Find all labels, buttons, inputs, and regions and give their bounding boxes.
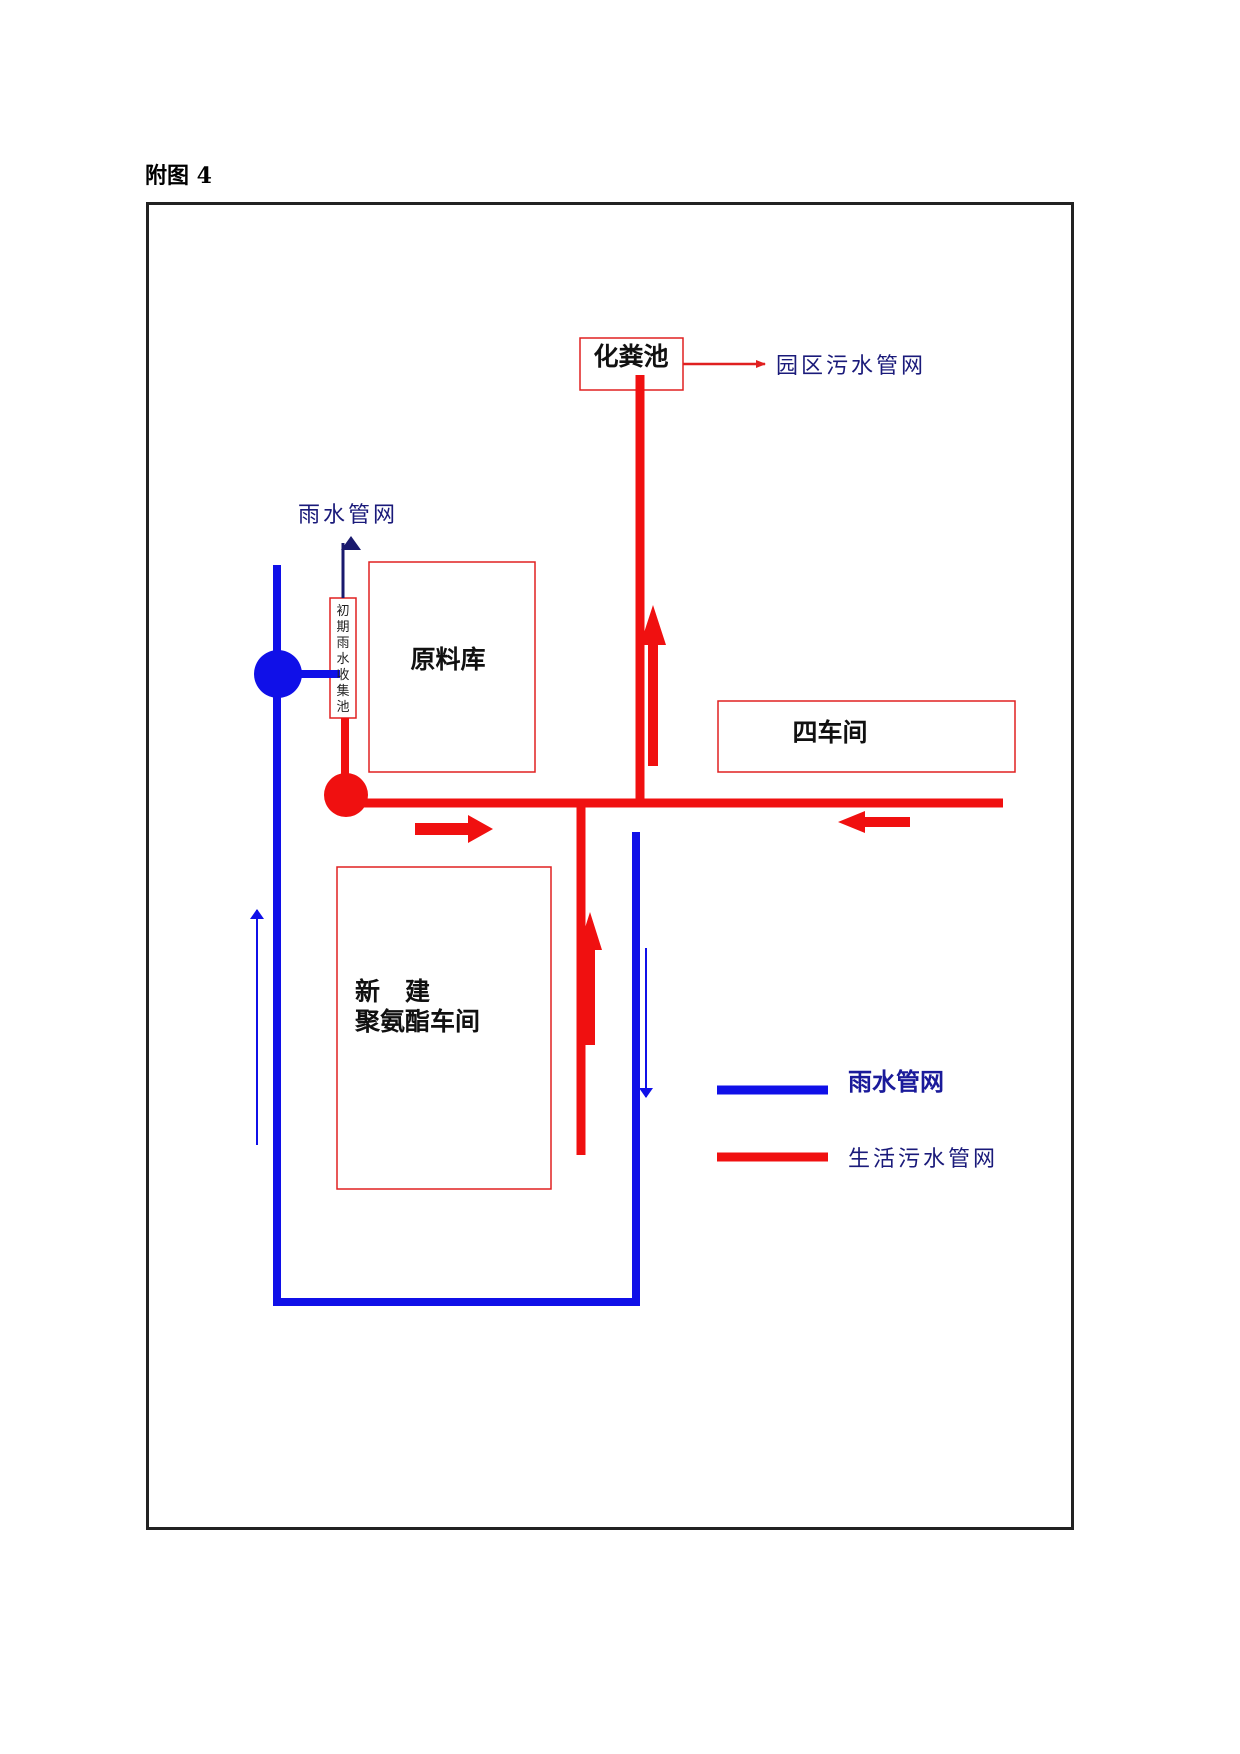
new-workshop-label-2: 聚氨酯车间 (354, 1007, 480, 1036)
raw-material-store-label: 原料库 (410, 645, 485, 674)
rainwater-outlet-label: 雨水管网 (298, 503, 398, 528)
raw-material-store-box (368, 561, 536, 773)
sewage-flow-arrow-up-2 (578, 912, 602, 1045)
rain-junction-node (254, 650, 302, 698)
septic-tank-label: 化粪池 (593, 342, 668, 371)
new-workshop-box (336, 866, 552, 1190)
initial-rain-pool-label: 初 期 雨 水 收 集 池 (336, 604, 349, 715)
sewage-flow-arrow-right (415, 815, 493, 843)
svg-text:初: 初 (336, 604, 349, 619)
figure-title: 附图 4 (145, 163, 212, 189)
svg-text:雨: 雨 (336, 636, 349, 651)
legend-sewage-label: 生活污水管网 (848, 1147, 998, 1172)
park-sewage-label: 园区污水管网 (776, 354, 926, 379)
sewage-flow-arrow-left (838, 811, 910, 833)
svg-text:集: 集 (336, 683, 349, 699)
workshop-four-label: 四车间 (792, 718, 867, 747)
legend-rain-label: 雨水管网 (848, 1067, 944, 1096)
diagram-frame (146, 202, 1074, 1530)
sewage-junction-node (324, 773, 368, 817)
rain-pipe-main (273, 565, 640, 1306)
svg-text:收: 收 (336, 668, 349, 683)
sewage-flow-arrow-up-1 (640, 605, 666, 766)
svg-text:池: 池 (336, 700, 349, 715)
svg-text:水: 水 (336, 652, 349, 667)
new-workshop-label-1: 新 建 (355, 977, 430, 1006)
svg-text:期: 期 (336, 620, 349, 635)
workshop-four-box (717, 700, 1016, 773)
